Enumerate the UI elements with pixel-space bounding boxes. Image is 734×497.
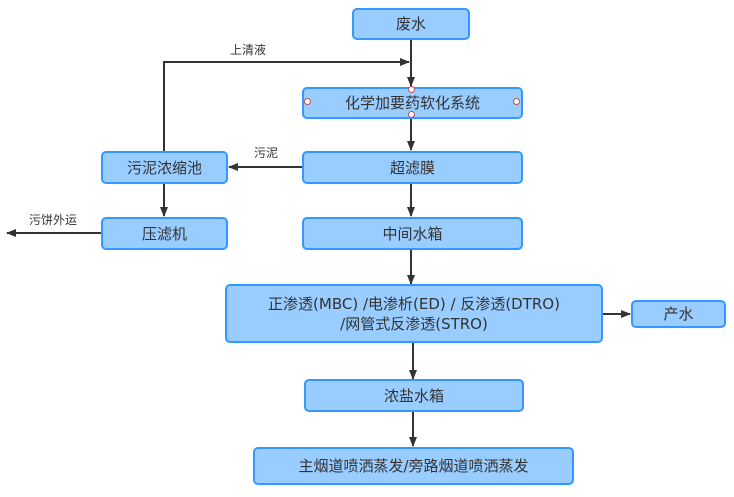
node-sludge-thickener[interactable]: 污泥浓缩池: [101, 151, 228, 184]
node-label: 废水: [395, 15, 426, 33]
edge-supernatant-return: [163, 58, 410, 152]
node-ultrafiltration[interactable]: 超滤膜: [302, 151, 523, 184]
node-filter-press[interactable]: 压滤机: [101, 217, 228, 250]
node-label-line1: 正渗透(MBC) /电渗析(ED) / 反渗透(DTRO): [268, 294, 560, 313]
node-label-line2: /网管式反渗透(STRO): [340, 314, 488, 333]
node-wastewater[interactable]: 废水: [352, 8, 470, 40]
node-product-water[interactable]: 产水: [631, 300, 726, 328]
connection-handle[interactable]: [408, 86, 415, 93]
node-intermediate-tank[interactable]: 中间水箱: [302, 217, 523, 250]
node-label: 主烟道喷洒蒸发/旁路烟道喷洒蒸发: [298, 457, 529, 475]
edge-label-sludge: 污泥: [254, 146, 279, 160]
connection-handle[interactable]: [513, 98, 520, 105]
node-label: 超滤膜: [389, 158, 435, 177]
node-brine-tank[interactable]: 浓盐水箱: [304, 379, 524, 412]
connection-handle[interactable]: [304, 98, 311, 105]
node-evaporation[interactable]: 主烟道喷洒蒸发/旁路烟道喷洒蒸发: [253, 447, 574, 485]
node-membrane-processes[interactable]: 正渗透(MBC) /电渗析(ED) / 反渗透(DTRO) /网管式反渗透(ST…: [225, 284, 603, 343]
node-label: 浓盐水箱: [383, 386, 444, 405]
connection-handle[interactable]: [408, 111, 415, 118]
node-label: 产水: [663, 305, 694, 323]
node-label: 中间水箱: [382, 224, 443, 243]
edge-label-cake-outbound: 污饼外运: [29, 213, 78, 227]
node-label: 压滤机: [141, 224, 187, 243]
node-label: 化学加要药软化系统: [344, 94, 480, 112]
node-label: 污泥浓缩池: [126, 158, 202, 177]
edge-label-supernatant: 上清液: [230, 43, 267, 57]
